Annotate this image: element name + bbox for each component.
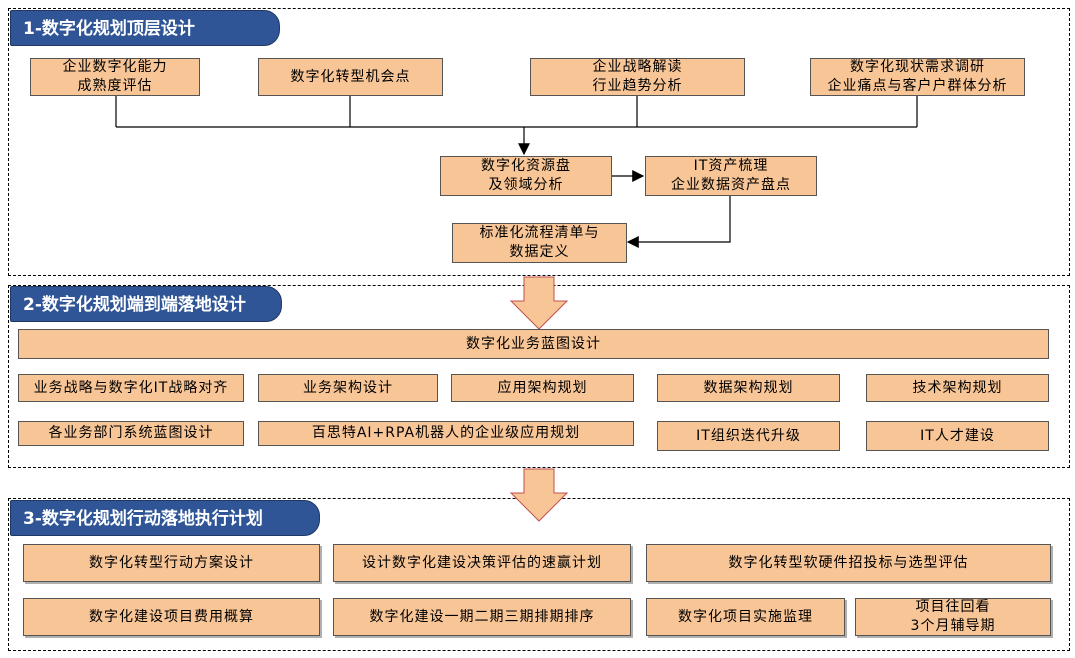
phase-scheduling-box: 数字化建设一期二期三期排期排序 bbox=[333, 598, 631, 636]
data-architecture-box: 数据架构规划 bbox=[657, 374, 840, 402]
status-survey-box: 数字化现状需求调研 企业痛点与客户户群体分析 bbox=[810, 58, 1025, 96]
action-plan-box: 数字化转型行动方案设计 bbox=[23, 544, 320, 582]
business-blueprint-box: 数字化业务蓝图设计 bbox=[18, 329, 1049, 359]
maturity-assessment-box: 企业数字化能力 成熟度评估 bbox=[30, 58, 200, 96]
implementation-supervision-box: 数字化项目实施监理 bbox=[646, 598, 845, 636]
quick-win-plan-box: 设计数字化建设决策评估的速赢计划 bbox=[333, 544, 631, 582]
department-blueprint-box: 各业务部门系统蓝图设计 bbox=[18, 421, 244, 446]
section-3-title: 3-数字化规划行动落地执行计划 bbox=[10, 500, 320, 536]
coaching-period-box: 项目往回看 3个月辅导期 bbox=[855, 598, 1051, 636]
procurement-evaluation-box: 数字化转型软硬件招投标与选型评估 bbox=[646, 544, 1051, 582]
strategy-interpretation-box: 企业战略解读 行业趋势分析 bbox=[530, 58, 745, 96]
resource-analysis-box: 数字化资源盘 及领域分析 bbox=[440, 156, 612, 196]
standard-process-box: 标准化流程清单与 数据定义 bbox=[452, 223, 627, 263]
cost-estimate-box: 数字化建设项目费用概算 bbox=[23, 598, 320, 636]
technical-architecture-box: 技术架构规划 bbox=[866, 374, 1049, 402]
section-2-title: 2-数字化规划端到端落地设计 bbox=[10, 286, 282, 322]
section-1-frame bbox=[8, 8, 1070, 276]
transformation-opportunity-box: 数字化转型机会点 bbox=[258, 58, 443, 96]
business-architecture-box: 业务架构设计 bbox=[258, 374, 438, 402]
application-architecture-box: 应用架构规划 bbox=[451, 374, 634, 402]
it-organization-box: IT组织迭代升级 bbox=[657, 421, 840, 451]
it-talent-box: IT人才建设 bbox=[866, 421, 1049, 451]
ai-rpa-planning-box: 百思特AI+RPA机器人的企业级应用规划 bbox=[258, 421, 634, 446]
it-assets-box: IT资产梳理 企业数据资产盘点 bbox=[645, 156, 817, 196]
section-1-title: 1-数字化规划顶层设计 bbox=[10, 10, 280, 46]
strategy-alignment-box: 业务战略与数字化IT战略对齐 bbox=[18, 374, 244, 402]
